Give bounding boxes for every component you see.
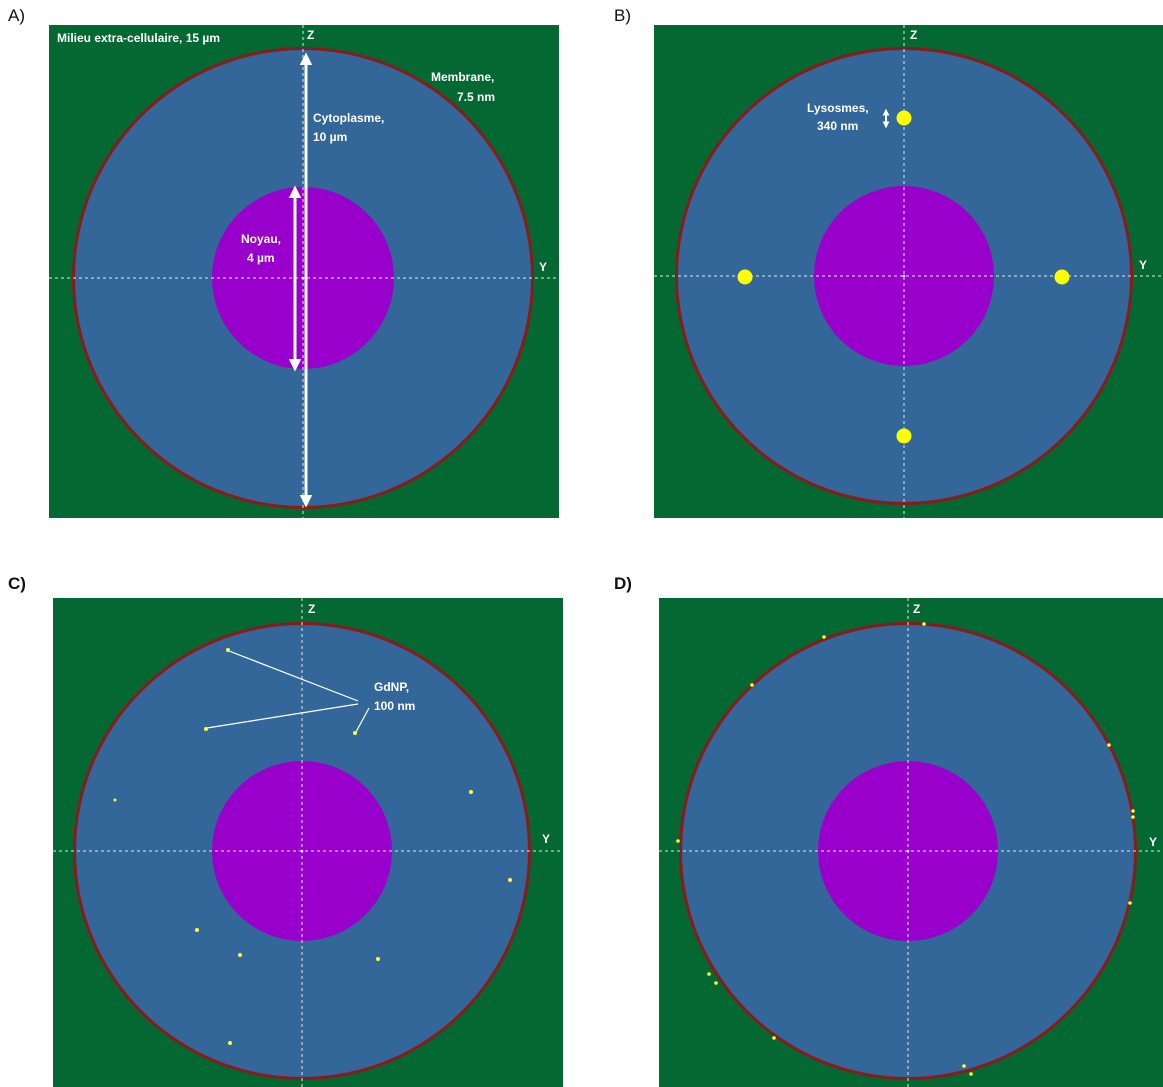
panel-c: Z Y GdNP, 100 nm	[53, 598, 563, 1087]
y-axis-label: Y	[539, 260, 547, 274]
gdnp-particle	[962, 1064, 966, 1068]
lysosome	[896, 110, 912, 126]
y-axis-label: Y	[1149, 835, 1157, 849]
gdnp-particle	[228, 1041, 232, 1045]
gdnp-particle	[113, 798, 117, 802]
panel-c-letter: C)	[8, 574, 26, 593]
center-dot	[902, 274, 906, 278]
gdnp-particle	[204, 727, 208, 731]
cytoplasm-label-line1: Cytoplasme,	[313, 111, 384, 125]
z-axis-label: Z	[913, 602, 920, 616]
y-axis-label: Y	[542, 832, 550, 846]
panel-a: Z Y Milieu extra-cellulaire, 15 µm Membr…	[49, 25, 559, 518]
gdnp-label-line1: GdNP,	[374, 680, 409, 694]
gdnp-particle	[1131, 809, 1135, 813]
nucleus-label-line1: Noyau,	[241, 232, 281, 246]
gdnp-particle	[469, 790, 473, 794]
z-axis-label: Z	[910, 28, 917, 42]
gdnp-particle	[707, 972, 711, 976]
gdnp-label-line2: 100 nm	[374, 699, 415, 713]
gdnp-leader-line	[206, 703, 359, 729]
gdnp-particle	[1107, 743, 1111, 747]
gdnp-particle	[676, 839, 680, 843]
extracellular-label: Milieu extra-cellulaire, 15 µm	[57, 31, 220, 45]
gdnp-leader-line	[355, 707, 370, 733]
panel-d-letter: D)	[614, 574, 632, 593]
lysosome	[1054, 269, 1070, 285]
gdnp-particle	[1131, 815, 1135, 819]
nucleus-label-line2: 4 µm	[247, 251, 275, 265]
cytoplasm-label-line2: 10 µm	[313, 130, 347, 144]
gdnp-particle	[195, 928, 199, 932]
lysosome	[737, 269, 753, 285]
y-axis-label: Y	[1139, 258, 1147, 272]
gdnp-particle	[226, 648, 230, 652]
gdnp-particle	[508, 878, 512, 882]
gdnp-particle	[772, 1036, 776, 1040]
lysosome	[896, 428, 912, 444]
gdnp-leader-line	[228, 650, 359, 702]
z-axis-label: Z	[308, 602, 315, 616]
gdnp-particle	[1128, 901, 1132, 905]
z-axis-label: Z	[307, 28, 314, 42]
gdnp-particle	[822, 635, 826, 639]
gdnp-particle	[969, 1072, 973, 1076]
gdnp-particle	[376, 957, 380, 961]
center-dot	[301, 276, 305, 280]
panel-b-letter: B)	[614, 6, 631, 25]
panel-d: Z Y	[659, 598, 1163, 1087]
gdnp-particle	[353, 731, 357, 735]
membrane-label-line2: 7.5 nm	[457, 90, 495, 104]
gdnp-particle	[238, 953, 242, 957]
gdnp-particle	[750, 683, 754, 687]
panel-a-letter: A)	[8, 6, 25, 25]
center-dot	[300, 849, 304, 853]
center-dot	[906, 849, 910, 853]
lysosome-label-line2: 340 nm	[817, 119, 858, 133]
gdnp-particle	[922, 622, 926, 626]
membrane-label-line1: Membrane,	[431, 70, 494, 84]
lysosome-label-line1: Lysosmes,	[807, 101, 869, 115]
gdnp-particle	[714, 981, 718, 985]
panel-b: Z Y Lysosmes, 340 nm	[654, 25, 1163, 518]
